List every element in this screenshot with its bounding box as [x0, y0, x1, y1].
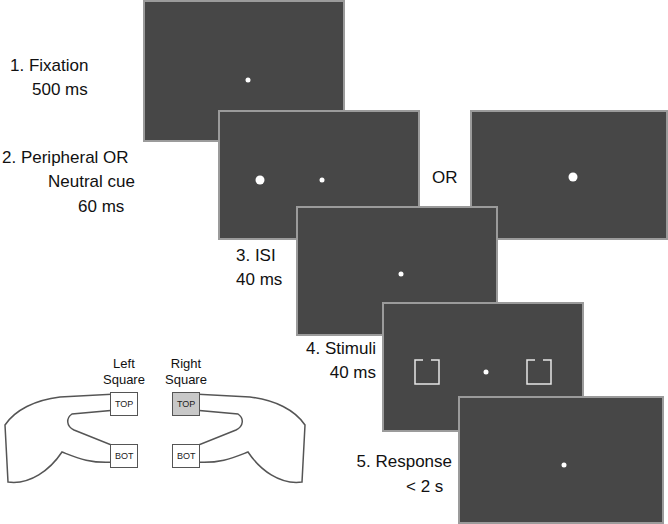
right-hand [194, 394, 305, 482]
hand-side-label: Left Square [103, 356, 145, 388]
screen-content [460, 398, 662, 522]
fixation-dot [562, 463, 567, 468]
hand-side-label: Right Square [165, 356, 207, 388]
fixation-dot [484, 370, 489, 375]
response-key: BOT [172, 444, 200, 468]
response-key: BOT [110, 444, 138, 468]
step-label: 1. Fixation [10, 56, 88, 76]
or-label: OR [432, 168, 458, 188]
stimulus-square [527, 360, 551, 384]
fixation-dot [320, 178, 325, 183]
fixation-dot [399, 272, 404, 277]
step-duration: Neutral cue [48, 172, 135, 192]
response-key: TOP [172, 392, 200, 416]
neutral-cue-screen [471, 111, 667, 239]
step-duration: < 2 s [406, 477, 443, 497]
key-label: TOP [115, 399, 133, 410]
step-label: 4. Stimuli [306, 339, 376, 359]
fixation-dot [246, 78, 251, 83]
step-label: 2. Peripheral OR [2, 148, 129, 168]
step-label: 3. ISI [236, 246, 276, 266]
step-duration: 500 ms [32, 80, 88, 100]
key-label: BOT [115, 451, 134, 462]
cue-dot [256, 176, 265, 185]
screen-frame: 5. Response< 2 s [458, 396, 664, 524]
step-label: 5. Response [357, 452, 452, 472]
stimulus-square [415, 360, 439, 384]
response-key: TOP [110, 392, 138, 416]
step-duration: 40 ms [236, 270, 282, 290]
step-duration: 60 ms [78, 197, 124, 217]
key-label: TOP [177, 399, 195, 410]
step-duration: 40 ms [330, 363, 376, 383]
left-hand [5, 394, 116, 482]
neutral-cue-dot [569, 173, 578, 182]
key-label: BOT [177, 451, 196, 462]
